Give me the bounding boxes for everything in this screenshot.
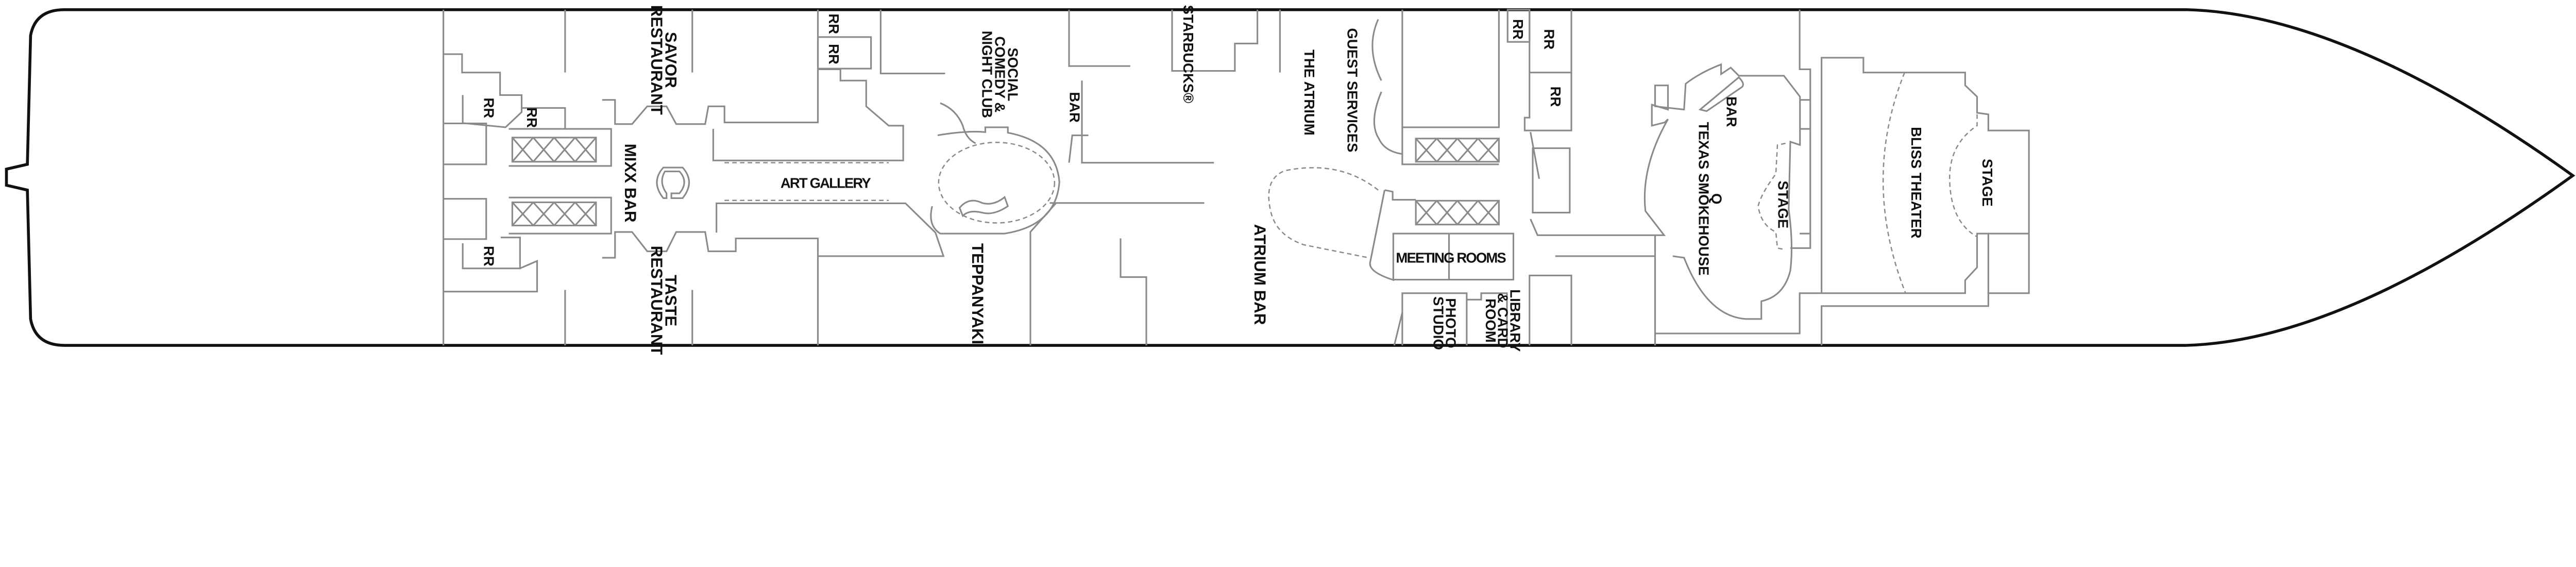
label-starbucks: STARBUCKS®: [1180, 5, 1196, 104]
deck-plan: SAVORRESTAURANT TASTERESTAURANT MIXX BAR…: [5, 5, 2575, 355]
mixx-bar-counter: [656, 166, 690, 199]
mid-walls: [1029, 9, 1656, 346]
label-bar-forward: BAR: [1723, 96, 1739, 127]
label-stage-bliss: STAGE: [1979, 159, 1995, 207]
restroom-label: RR: [481, 246, 497, 266]
label-bliss-theater: BLISS THEATER: [1908, 127, 1924, 239]
elevator-bank-aft-port: [511, 137, 597, 163]
label-stage-q: STAGE: [1775, 181, 1791, 229]
label-social-comedy-night-club: SOCIALCOMEDY &NIGHT CLUB: [979, 31, 1021, 119]
label-bar-mid: BAR: [1066, 92, 1082, 123]
forward-walls: [1643, 9, 2030, 345]
label-atrium-bar: ATRIUM BAR: [1251, 224, 1269, 325]
label-meeting-rooms: MEETING ROOMS: [1396, 249, 1506, 265]
label-teppanyaki: TEPPANYAKI: [969, 243, 987, 344]
q-smokehouse-outline: [1643, 63, 1801, 320]
restroom-label: RR: [826, 13, 842, 34]
restroom-label: RR: [1541, 29, 1557, 49]
restroom-label: RR: [524, 107, 540, 128]
ship-hull: [5, 8, 2575, 347]
label-savor-restaurant: SAVORRESTAURANT: [648, 5, 680, 115]
label-texas-smokehouse: TEXAS SMOKEHOUSE: [1696, 122, 1712, 276]
meeting-rooms-block: [1392, 232, 1515, 281]
venue-labels: SAVORRESTAURANT TASTERESTAURANT MIXX BAR…: [621, 5, 1995, 355]
restroom-label: RR: [826, 44, 842, 64]
label-library-card-room: LIBRARY& CARDROOM: [1483, 289, 1523, 352]
restroom-label: RR: [1548, 87, 1564, 107]
label-art-gallery: ART GALLERY: [781, 175, 871, 191]
label-guest-services: GUEST SERVICES: [1345, 28, 1361, 153]
restroom-labels: RR RR RR RR RR RR RR RR: [481, 13, 1564, 266]
restroom-label: RR: [1510, 19, 1526, 40]
label-q-letter: Q: [1709, 193, 1725, 204]
restroom-label: RR: [481, 98, 497, 119]
elevator-bank-mid-starboard: [1415, 199, 1500, 226]
aft-walls: [443, 9, 945, 345]
label-taste-restaurant: TASTERESTAURANT: [648, 246, 680, 355]
elevator-bank-mid-port: [1415, 138, 1500, 163]
elevator-bank-aft-starboard: [511, 201, 597, 227]
label-photo-studio: PHOTOSTUDIO: [1431, 296, 1459, 350]
atrium-rotunda: [930, 102, 1060, 235]
label-the-atrium: THE ATRIUM: [1301, 49, 1317, 136]
label-mixx-bar: MIXX BAR: [621, 144, 639, 223]
